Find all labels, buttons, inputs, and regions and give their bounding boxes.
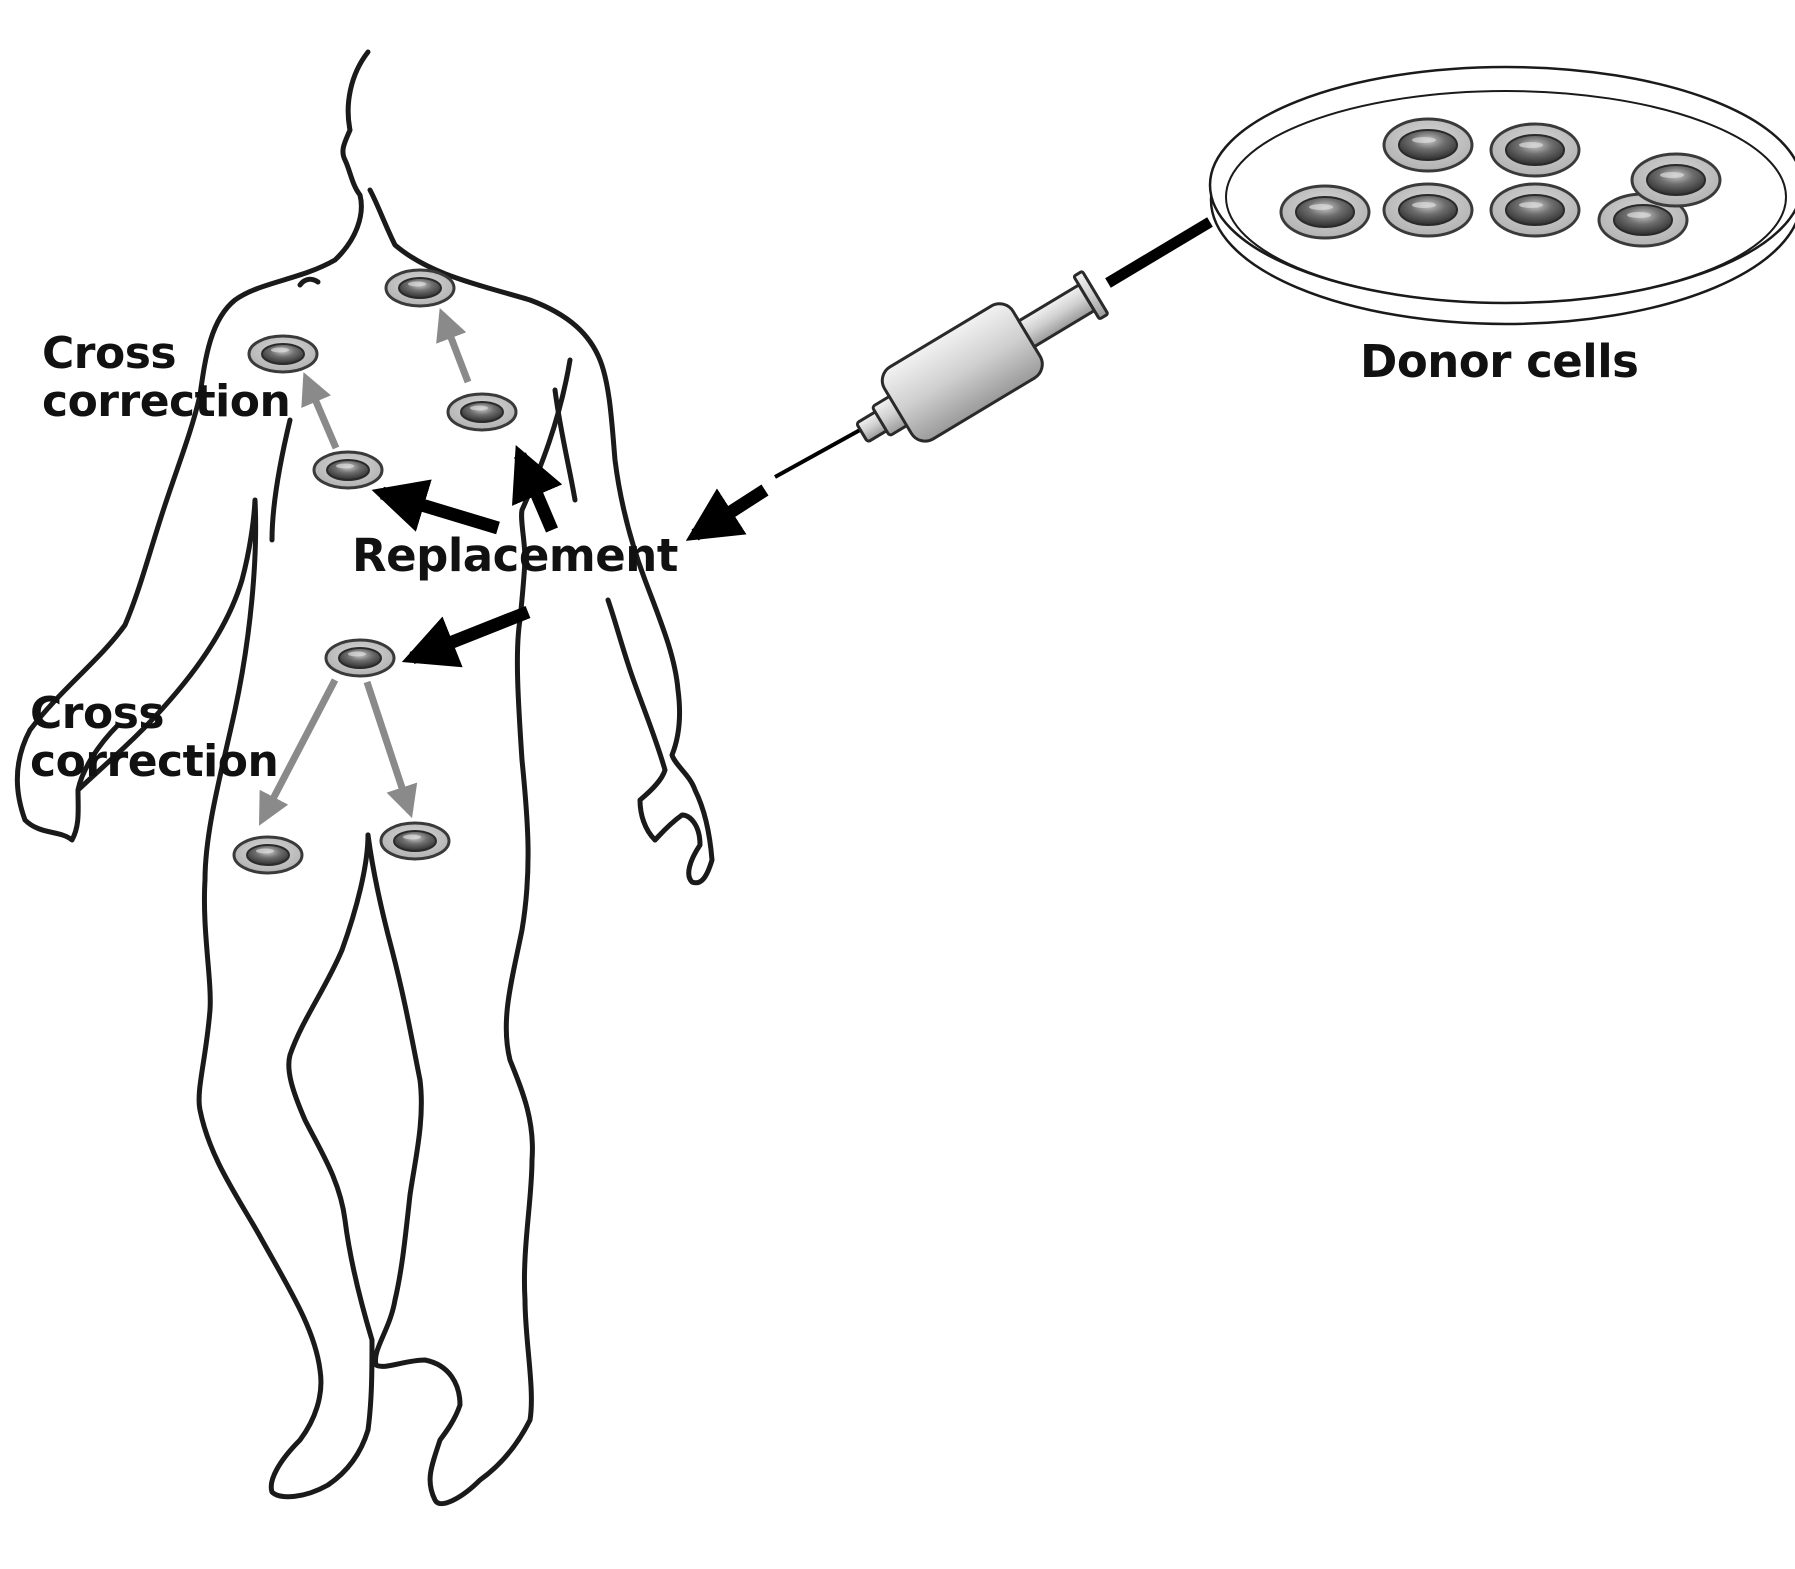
cross-correction-upper-line2: correction xyxy=(42,375,291,427)
right-arm-inner xyxy=(605,597,668,843)
cross-correction-arrows xyxy=(258,307,472,826)
neck-detail xyxy=(297,276,321,288)
injection-arrow xyxy=(685,484,769,541)
cell-abdomen xyxy=(324,638,396,678)
cross-correction-lower-line1: Cross xyxy=(30,688,165,739)
replacement-arrows xyxy=(371,444,563,668)
cross-correction-label-lower: Cross correction xyxy=(30,688,279,787)
syringe-plunger-cap xyxy=(1072,270,1109,320)
replacement-arrow xyxy=(371,479,500,535)
donor-cell xyxy=(1382,182,1474,238)
cross-correction-arrow xyxy=(258,678,339,826)
body-left-contour xyxy=(14,49,375,1500)
cross-correction-arrow xyxy=(363,680,418,819)
donor-cell xyxy=(1630,152,1722,208)
left-arm-inner xyxy=(75,722,121,793)
replacement-label: Replacement xyxy=(352,529,678,582)
cell-thigh-right xyxy=(379,821,451,861)
cross-correction-lower-line2: correction xyxy=(30,735,279,787)
cross-correction-upper-line1: Cross xyxy=(42,328,177,379)
cell-chest-top xyxy=(384,268,456,308)
chest-crease-left xyxy=(269,417,293,543)
dish-inner xyxy=(1225,90,1787,304)
needle xyxy=(774,428,861,479)
donor-cell xyxy=(1489,182,1581,238)
cross-correction-arrow xyxy=(436,307,472,384)
right-arm-contour xyxy=(367,187,715,886)
syringe-icon xyxy=(855,270,1109,443)
cross-correction-arrow xyxy=(301,372,340,450)
cell-thigh-left xyxy=(232,835,304,875)
replacement-arrow xyxy=(401,605,531,668)
petri-dish-icon xyxy=(1208,65,1795,326)
donor-cell xyxy=(1489,122,1581,178)
cell-chest-mid xyxy=(446,392,518,432)
cross-correction-label-upper: Cross correction xyxy=(42,328,291,427)
human-body-outline xyxy=(14,49,715,1507)
body-right-contour xyxy=(365,357,573,1507)
chest-crease-right xyxy=(552,387,578,503)
injection-dash xyxy=(1105,217,1213,288)
donor-cells-label: Donor cells xyxy=(1360,335,1639,388)
injection-path xyxy=(685,217,1213,541)
cell-chest-left xyxy=(312,450,384,490)
replacement-arrow xyxy=(512,444,563,533)
donor-cell xyxy=(1279,184,1371,240)
donor-cell xyxy=(1382,117,1474,173)
